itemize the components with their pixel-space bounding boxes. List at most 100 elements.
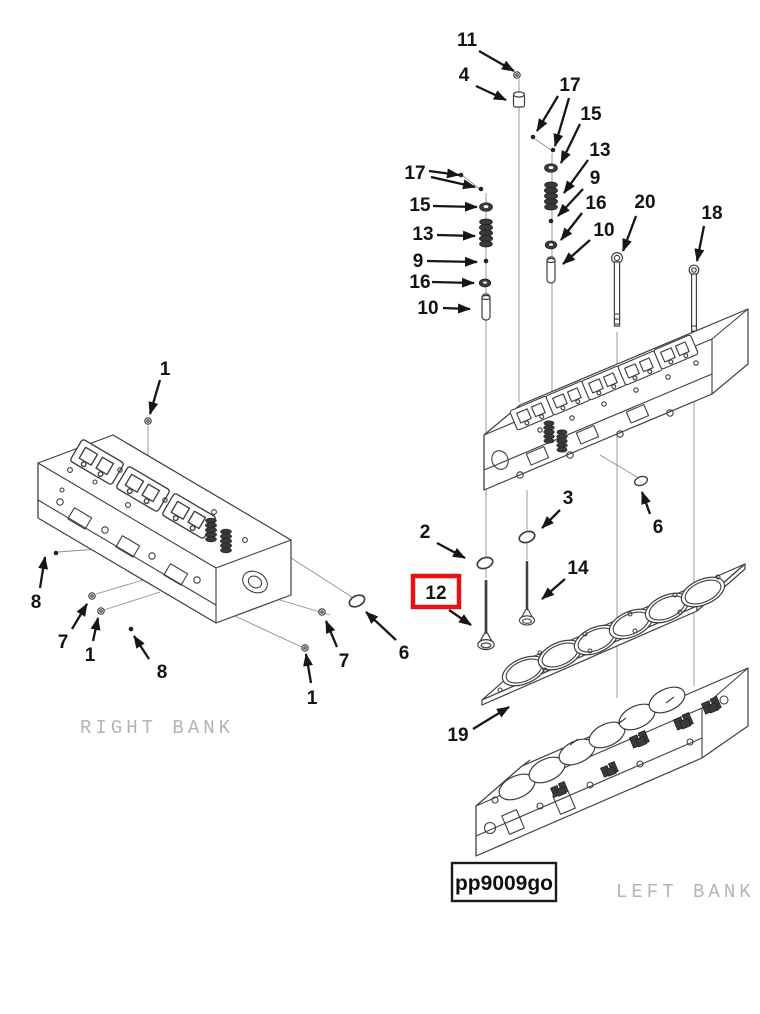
callout-13: 13 [412,224,476,245]
cylinder-block [475,667,749,857]
spring-retainer-15-icon [479,202,493,212]
valve-spring-13-icon [544,181,558,211]
callout-arrow [442,303,471,314]
callout-18: 18 [694,203,723,262]
callout-label: 17 [559,75,580,96]
callout-arrow [478,50,515,72]
head-gasket [481,563,746,706]
callout-11: 11 [457,30,515,72]
valve-keeper-17-icon [478,186,484,192]
callout-label: 13 [589,140,610,161]
callout-label: 1 [160,359,171,380]
spring-seat-9-icon [548,218,554,224]
valve-keeper-17-icon [550,147,556,153]
plug-7b-icon [318,608,326,616]
valve-cap-column [512,71,526,108]
callout-arrow [432,201,478,212]
seal-ring-1a-icon [144,417,152,425]
callout-label: 1 [85,645,96,666]
callout-arrow [475,84,507,102]
callout-arrow [541,509,561,529]
callout-arrow [560,212,583,241]
callout-arrow [430,175,476,190]
callout-label: 17 [404,163,425,184]
callout-17: 17 [404,163,476,190]
callout-arrow [365,611,397,641]
valve-guide-10-icon [481,293,491,321]
left-bank-label: LEFT BANK [616,881,755,903]
callout-arrow [71,603,88,630]
head-bolt-18 [688,264,700,337]
callout-label: 10 [593,220,614,241]
callout-label: 16 [585,193,606,214]
callout-13: 13 [563,140,611,194]
part-code-box: pp9009go [450,861,558,903]
callout-label: 13 [412,224,433,245]
seal-ring-1b-icon [97,607,105,615]
pin-8a-icon [53,550,59,556]
spring-retainer-15-icon [544,163,558,173]
callout-label: 6 [399,643,410,664]
callout-6: 6 [640,491,664,538]
callout-arrow [553,97,571,147]
callout-label: 8 [157,662,168,683]
callout-2: 2 [420,522,466,560]
callout-arrow [621,215,638,252]
callout-arrow [38,556,49,589]
pin-8b-icon [128,626,134,632]
callout-arrow [562,239,591,265]
callout-1: 1 [148,359,171,415]
callout-label: 6 [653,517,664,538]
callout-label: 16 [409,272,430,293]
callout-arrow [559,123,582,164]
callout-arrow [148,379,162,415]
callout-arrow [426,256,478,267]
callout-label: 15 [409,195,431,216]
callout-label: 9 [590,168,601,189]
callout-10: 10 [417,298,471,319]
callout-16: 16 [560,193,607,241]
callout-label: 4 [459,65,470,86]
valve-train-left-column [458,172,493,321]
stem-seal-16-icon [478,278,492,288]
callout-6: 6 [365,611,410,664]
callout-label: 7 [339,651,350,672]
valve-spring-13-icon [479,218,493,248]
callout-label: 8 [31,592,42,613]
callout-9: 9 [413,251,478,272]
callout-label: 3 [563,488,574,509]
valve-guide-10-icon [546,256,556,284]
callout-label: 12 [425,583,446,604]
callout-16: 16 [409,272,475,293]
callout-7: 7 [324,620,350,672]
callout-label: 14 [567,558,589,579]
callout-19: 19 [447,706,510,746]
callout-label: 1 [307,688,318,709]
callout-arrow [557,188,584,217]
callout-8: 8 [133,635,168,683]
part-code-label: pp9009go [455,872,553,895]
o-ring-3-icon [516,528,538,546]
callout-12: 12 [410,573,472,626]
callout-label: 20 [634,192,655,213]
callout-7: 7 [58,603,88,653]
callout-15: 15 [559,104,602,164]
stem-seal-16-icon [544,240,558,250]
head-bolt-20 [610,252,623,327]
callout-1: 1 [85,617,101,666]
callout-14: 14 [541,558,589,600]
callout-9: 9 [557,168,601,217]
plug-7a-icon [88,592,96,600]
callout-arrow [90,617,101,642]
callout-arrow [472,706,510,730]
callout-label: 9 [413,251,424,272]
callout-label: 11 [457,30,478,51]
callout-label: 15 [580,104,602,125]
callout-20: 20 [621,192,656,252]
valve-14-icon [518,559,536,627]
callout-arrow [436,541,466,560]
o-ring-6a-icon [346,592,368,610]
